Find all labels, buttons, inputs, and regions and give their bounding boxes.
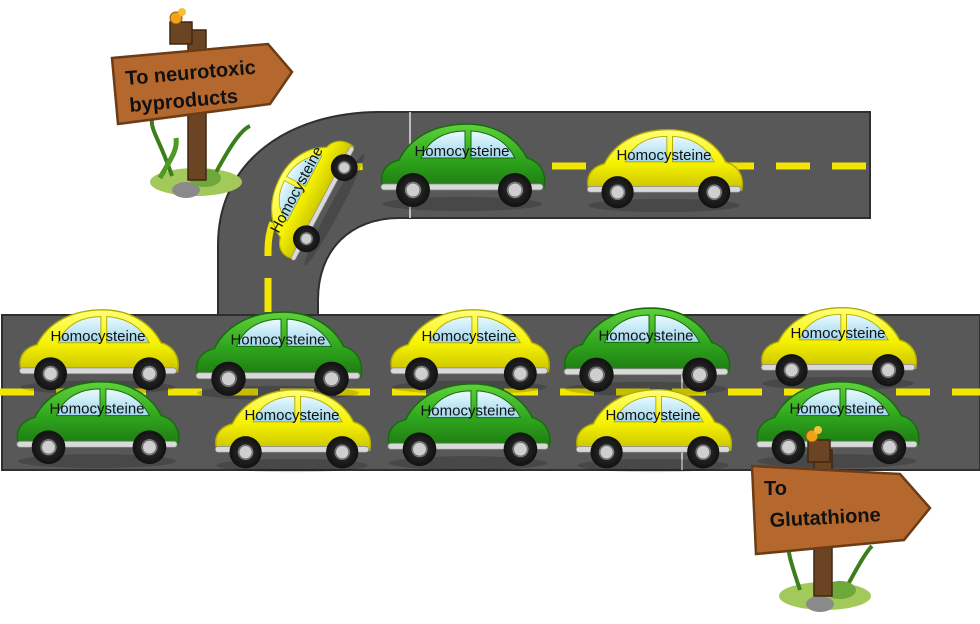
car-lower-1: Homocysteine — [16, 381, 180, 469]
sign-neurotoxic-byproducts: To neurotoxic byproducts — [110, 8, 294, 198]
car-label: Homocysteine — [598, 327, 693, 344]
car-upper-3: Homocysteine — [389, 309, 550, 395]
car-label: Homocysteine — [605, 407, 700, 424]
car-label: Homocysteine — [790, 325, 885, 342]
car-label: Homocysteine — [244, 407, 339, 424]
car-top-2: Homocysteine — [586, 128, 744, 213]
car-lower-3: Homocysteine — [387, 383, 551, 471]
car-lower-5: Homocysteine — [756, 381, 920, 469]
sign-glutathione: To Glutathione — [750, 426, 932, 612]
car-label: Homocysteine — [421, 328, 516, 345]
car-label: Homocysteine — [230, 331, 325, 348]
sign-glutathione-line1: To — [764, 478, 787, 500]
car-label: Homocysteine — [789, 401, 884, 418]
car-label: Homocysteine — [49, 401, 144, 418]
car-upper-4: Homocysteine — [563, 307, 731, 397]
car-label: Homocysteine — [50, 328, 145, 345]
car-label: Homocysteine — [616, 147, 711, 164]
car-upper-1: Homocysteine — [18, 309, 179, 395]
car-label: Homocysteine — [420, 403, 515, 420]
car-top-1: Homocysteine — [380, 123, 546, 212]
car-lower-4: Homocysteine — [575, 388, 733, 473]
car-upper-5: Homocysteine — [760, 306, 918, 391]
car-lower-2: Homocysteine — [214, 388, 372, 473]
car-label: Homocysteine — [414, 143, 509, 160]
car-upper-2: Homocysteine — [195, 311, 363, 401]
